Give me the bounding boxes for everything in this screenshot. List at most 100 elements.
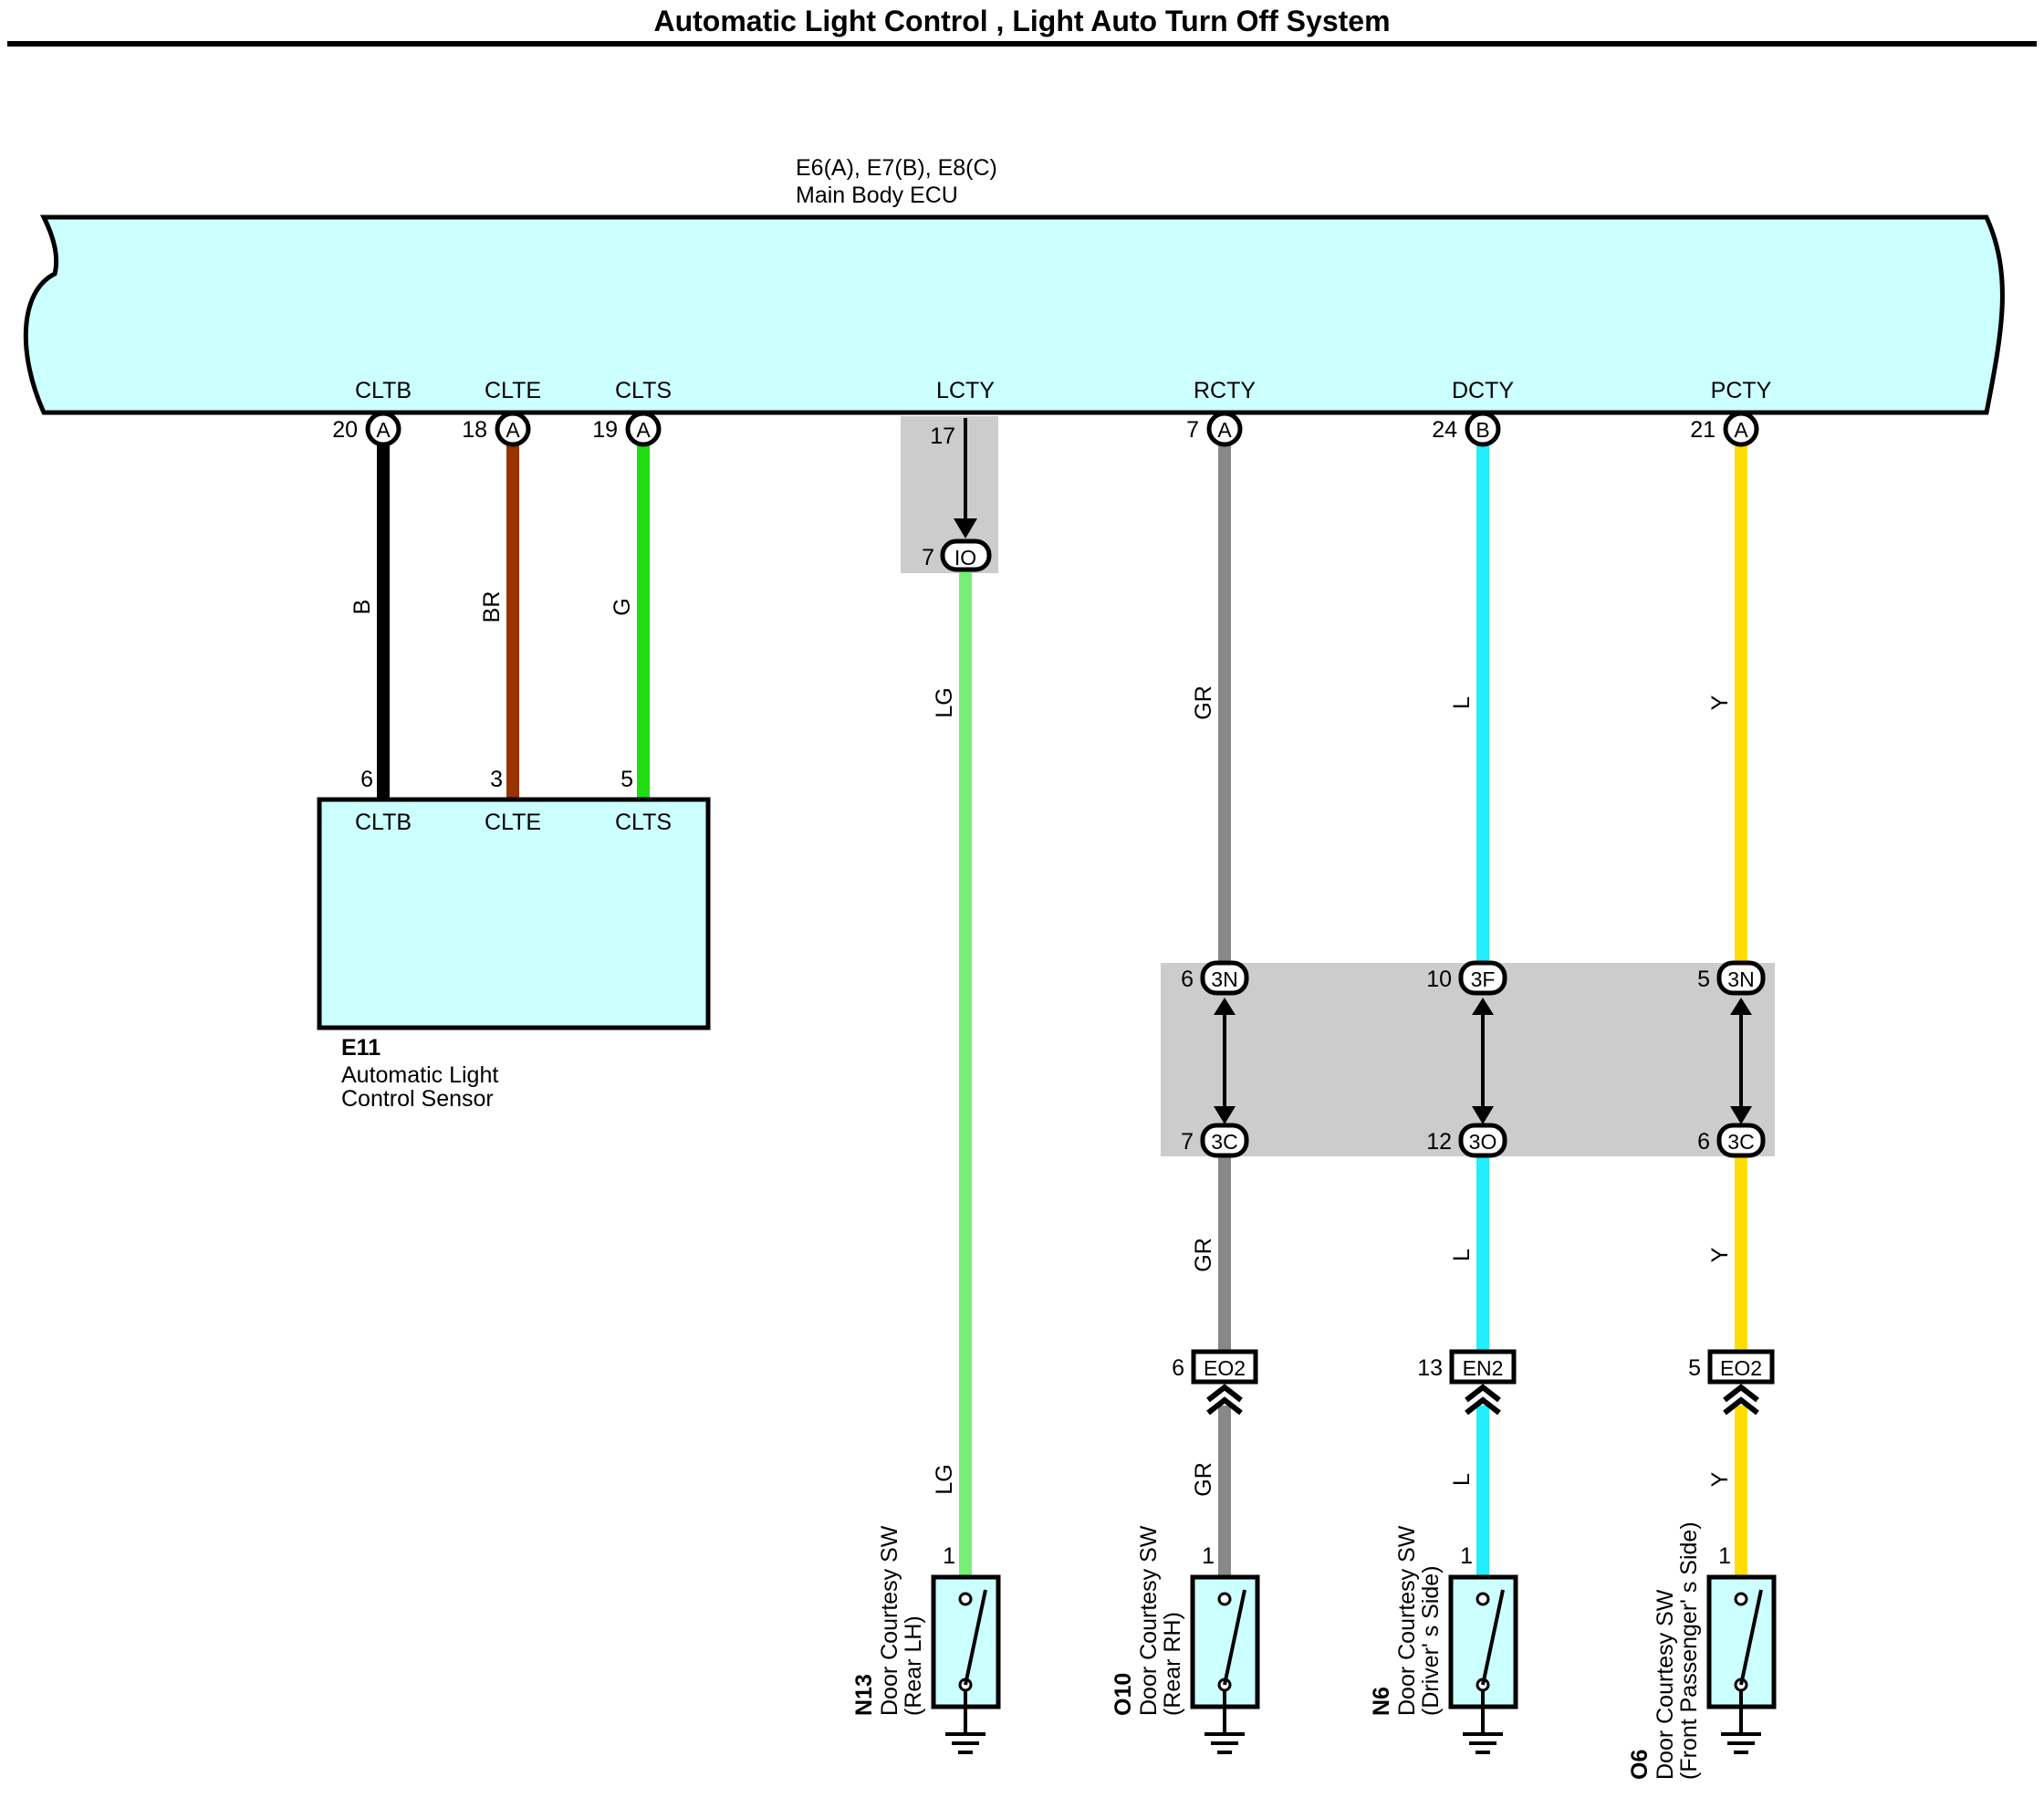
switch-o10: 1 O10 Door Courtesy SW (Rear RH) bbox=[1111, 1525, 1260, 1754]
switch-code: O6 bbox=[1627, 1750, 1653, 1780]
junction-connector-io: IO 7 bbox=[922, 538, 992, 572]
junction-area-right bbox=[1161, 963, 1775, 1156]
ecu-pin-number: 18 bbox=[462, 417, 487, 443]
wire-label-pcty-1: Y bbox=[1707, 695, 1733, 710]
ecu-pin-conn: A bbox=[376, 418, 391, 442]
connector-pin: 7 bbox=[922, 545, 934, 570]
connector-code: 3C bbox=[1211, 1130, 1237, 1154]
wire-label-rcty-3: GR bbox=[1191, 1462, 1216, 1497]
switch-pin-number: 1 bbox=[1202, 1543, 1215, 1569]
sensor-code: E11 bbox=[341, 1035, 381, 1061]
inline-connector-rcty: EO2 6 bbox=[1172, 1349, 1258, 1416]
switch-code: N6 bbox=[1369, 1687, 1394, 1716]
connector-pin: 6 bbox=[1181, 967, 1194, 992]
switch-location: (Driver' s Side) bbox=[1418, 1565, 1444, 1716]
junction-link-pcty bbox=[1730, 998, 1752, 1124]
switch-location: (Front Passenger' s Side) bbox=[1676, 1521, 1702, 1780]
junction-link-rcty bbox=[1214, 998, 1236, 1124]
switch-name: Door Courtesy SW bbox=[1653, 1589, 1678, 1780]
wire-label-rcty-1: GR bbox=[1191, 685, 1216, 720]
switch-pin-number: 1 bbox=[1460, 1543, 1473, 1569]
ecu-pin-number-lcty: 17 bbox=[930, 423, 955, 449]
ecu-pin-number: 21 bbox=[1690, 417, 1716, 443]
ecu-pin-label-clts: CLTS bbox=[615, 378, 672, 403]
ecu-pin-dcty: B 24 bbox=[1432, 411, 1501, 447]
connector-code: 3O bbox=[1469, 1130, 1497, 1154]
switch-name: Door Courtesy SW bbox=[1394, 1525, 1420, 1716]
ecu-pin-conn: A bbox=[1217, 418, 1232, 442]
connector-code: IO bbox=[954, 546, 976, 570]
connector-code: 3N bbox=[1211, 967, 1237, 991]
ecu-pin-cltb: A 20 bbox=[332, 411, 402, 447]
ecu-pin-conn: A bbox=[636, 418, 651, 442]
ecu-pin-label-cltb: CLTB bbox=[355, 378, 412, 403]
ecu-pin-number: 19 bbox=[592, 417, 618, 443]
ecu-box bbox=[23, 214, 2005, 415]
diagram-title: Automatic Light Control , Light Auto Tur… bbox=[653, 5, 1390, 37]
ecu-pin-conn: A bbox=[506, 418, 520, 442]
wire-label-dcty-3: L bbox=[1449, 1473, 1475, 1486]
sensor-pin-label-cltb: CLTB bbox=[355, 810, 412, 835]
switch-location: (Rear LH) bbox=[901, 1615, 926, 1716]
junction-lower-pcty: 3C 6 bbox=[1697, 1123, 1766, 1158]
wire-label-clts: G bbox=[610, 598, 635, 615]
connector-pin: 5 bbox=[1697, 967, 1710, 992]
switch-n13: 1 N13 Door Courtesy SW (Rear LH) bbox=[851, 1525, 1001, 1754]
ecu-pin-number: 7 bbox=[1186, 417, 1199, 443]
connector-code: 3N bbox=[1727, 967, 1754, 991]
ecu-pin-conn: B bbox=[1476, 418, 1489, 442]
connector-pin: 6 bbox=[1697, 1129, 1710, 1155]
inline-connector-pcty: EO2 5 bbox=[1688, 1349, 1775, 1416]
wire-label-pcty-2: Y bbox=[1707, 1247, 1733, 1262]
connector-code: EO2 bbox=[1204, 1356, 1246, 1380]
wire-label-clte: BR bbox=[479, 591, 505, 623]
connector-pin: 5 bbox=[1688, 1355, 1701, 1381]
arrow-lcty bbox=[954, 518, 977, 538]
ecu-pin-label-clte: CLTE bbox=[485, 378, 541, 403]
junction-lower-dcty: 3O 12 bbox=[1426, 1123, 1507, 1158]
sensor-pin-label-clte: CLTE bbox=[485, 810, 541, 835]
ecu-pin-label-rcty: RCTY bbox=[1194, 378, 1256, 403]
connector-code: EN2 bbox=[1463, 1356, 1504, 1380]
connector-pin: 12 bbox=[1426, 1129, 1452, 1155]
connector-pin: 7 bbox=[1181, 1129, 1194, 1155]
switch-n6: 1 N6 Door Courtesy SW (Driver' s Side) bbox=[1369, 1525, 1518, 1754]
switch-pin-number: 1 bbox=[1718, 1543, 1731, 1569]
ecu-name: Main Body ECU bbox=[796, 183, 958, 208]
inline-connector-dcty: EN2 13 bbox=[1417, 1349, 1517, 1416]
wire-label-lcty-2: LG bbox=[932, 1464, 957, 1494]
junction-upper-pcty: 3N 5 bbox=[1697, 960, 1766, 996]
ecu-pin-label-dcty: DCTY bbox=[1452, 378, 1514, 403]
switch-code: N13 bbox=[851, 1674, 877, 1716]
ecu-pin-pcty: A 21 bbox=[1690, 411, 1759, 447]
connector-code: 3F bbox=[1471, 967, 1496, 991]
wire-label-pcty-3: Y bbox=[1707, 1471, 1733, 1487]
sensor-pin-label-clts: CLTS bbox=[615, 810, 672, 835]
ecu-code: E6(A), E7(B), E8(C) bbox=[796, 155, 997, 181]
ecu-pin-rcty: A 7 bbox=[1186, 411, 1243, 447]
wire-label-cltb: B bbox=[349, 600, 375, 615]
connector-code: 3C bbox=[1727, 1130, 1754, 1154]
sensor-pin-number-clts: 5 bbox=[620, 767, 633, 792]
switch-name: Door Courtesy SW bbox=[1136, 1525, 1162, 1716]
connector-pin: 13 bbox=[1417, 1355, 1443, 1381]
wire-label-dcty-1: L bbox=[1449, 696, 1475, 709]
junction-upper-rcty: 3N 6 bbox=[1181, 960, 1249, 996]
ecu-pin-label-lcty: LCTY bbox=[936, 378, 995, 403]
ecu-pin-number: 24 bbox=[1432, 417, 1457, 443]
junction-lower-rcty: 3C 7 bbox=[1181, 1123, 1249, 1158]
switch-location: (Rear RH) bbox=[1160, 1612, 1185, 1716]
sensor-name-line1: Automatic Light bbox=[341, 1062, 498, 1088]
switch-code: O10 bbox=[1111, 1673, 1136, 1716]
ecu-pin-number: 20 bbox=[332, 417, 358, 443]
sensor-pin-number-cltb: 6 bbox=[360, 767, 373, 792]
sensor-box bbox=[317, 797, 711, 1030]
ecu-pin-conn: A bbox=[1734, 418, 1748, 442]
ecu-pin-clte: A 18 bbox=[462, 411, 531, 447]
ecu-pin-clts: A 19 bbox=[592, 411, 662, 447]
connector-pin: 6 bbox=[1172, 1355, 1184, 1381]
junction-upper-dcty: 3F 10 bbox=[1426, 960, 1507, 996]
switch-name: Door Courtesy SW bbox=[877, 1525, 902, 1716]
switch-o6: 1 O6 Door Courtesy SW (Front Passenger' … bbox=[1627, 1521, 1777, 1780]
